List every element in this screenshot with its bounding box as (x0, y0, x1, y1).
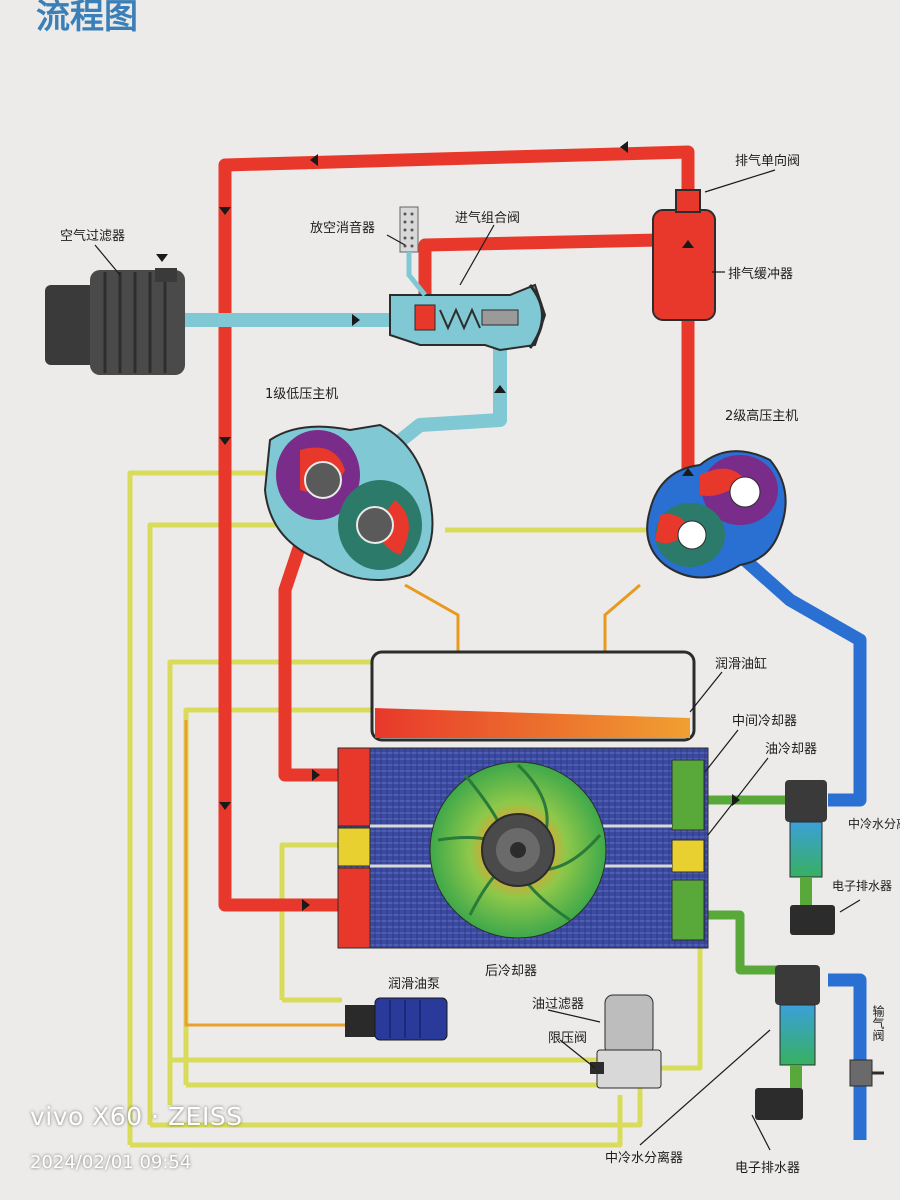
oil-tank (370, 650, 696, 742)
label-intake-valve: 进气组合阀 (455, 210, 520, 226)
vent-silencer (399, 206, 427, 297)
label-oil-filter: 油过滤器 (532, 997, 584, 1012)
outlet-valve (849, 1059, 884, 1087)
label-discharge-check-valve: 排气单向阀 (735, 153, 800, 169)
oil-pump (345, 997, 448, 1041)
oil-filter (590, 994, 662, 1089)
label-aftercooler: 后冷却器 (485, 964, 537, 979)
separator-bottom (755, 965, 820, 1120)
cooler-block (337, 747, 709, 949)
leader-lines (94, 169, 861, 1151)
label-intercooler: 中间冷却器 (732, 714, 797, 729)
label-oil-tank: 润滑油缸 (715, 656, 767, 672)
separator-mid (785, 780, 835, 935)
label-oil-cooler: 油冷却器 (765, 742, 817, 757)
discharge-buffer (652, 189, 716, 321)
intake-air-lines (180, 313, 507, 451)
label-discharge-buffer: 排气缓冲器 (728, 266, 793, 282)
label-pressure-limit-valve: 限压阀 (548, 1031, 587, 1046)
water-lines (705, 795, 785, 975)
label-vent-silencer: 放空消音器 (310, 220, 375, 236)
label-oil-pump: 润滑油泵 (388, 977, 440, 992)
oil-pump-line (184, 720, 345, 1027)
camera-timestamp: 2024/02/01 09:54 (30, 1152, 192, 1173)
cooled-air-line (740, 555, 867, 1140)
intake-valve (389, 283, 547, 352)
air-filter (45, 268, 185, 375)
page-title: 流程图 (36, 0, 138, 37)
label-outlet-valve: 输气阀 (871, 1004, 885, 1042)
stage2-compressor (646, 450, 787, 579)
hot-air-lines (218, 145, 695, 912)
label-drain-bottom: 电子排水器 (735, 1161, 800, 1176)
label-drain-mid: 电子排水器 (832, 879, 892, 893)
camera-brand-watermark: vivo X60 · ZEISS (30, 1102, 243, 1131)
label-separator-bottom: 中冷水分离器 (605, 1150, 683, 1166)
label-air-filter: 空气过滤器 (60, 228, 125, 244)
label-separator-mid: 中冷水分离器 (848, 816, 900, 831)
label-stage1: 1级低压主机 (265, 387, 338, 402)
stage1-compressor (263, 423, 434, 581)
label-stage2: 2级高压主机 (725, 408, 798, 424)
